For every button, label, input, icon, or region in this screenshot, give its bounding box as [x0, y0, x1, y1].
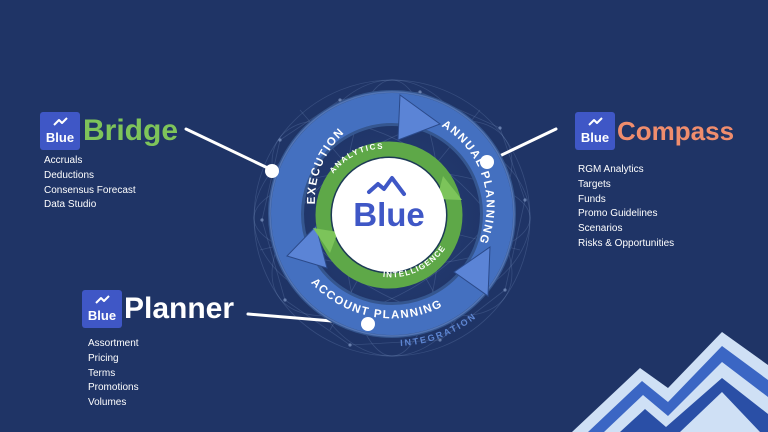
- bridge-features: Accruals Deductions Consensus Forecast D…: [44, 154, 136, 213]
- bridge-title: Bridge: [83, 114, 179, 147]
- feature-item: Data Studio: [44, 199, 97, 211]
- feature-item: Pricing: [88, 352, 119, 364]
- center-disc: [332, 158, 446, 272]
- peak-icon: [53, 117, 68, 126]
- mountain-emblem: [572, 332, 768, 432]
- planner-logo: Blue: [82, 290, 122, 328]
- feature-item: Promo Guidelines: [578, 208, 658, 220]
- feature-item: Terms: [88, 367, 116, 379]
- feature-item: Scenarios: [578, 223, 623, 235]
- center-peak-icon: [367, 176, 406, 196]
- feature-item: Funds: [578, 193, 606, 205]
- peak-icon: [95, 295, 110, 304]
- feature-item: Assortment: [88, 338, 139, 349]
- compass-features: RGM Analytics Targets Funds Promo Guidel…: [578, 163, 674, 252]
- peak-icon: [588, 117, 603, 126]
- logo-text: Blue: [45, 130, 75, 145]
- logo-text: Blue: [580, 130, 610, 145]
- planner-title: Planner: [124, 292, 235, 325]
- connector-dots: [265, 155, 494, 331]
- compass-title: Compass: [617, 116, 735, 146]
- outer-cycle-ring: [268, 90, 516, 338]
- feature-item: RGM Analytics: [578, 164, 644, 175]
- feature-item: Risks & Opportunities: [578, 237, 675, 249]
- bridge-logo: Blue: [40, 112, 80, 150]
- feature-item: Volumes: [88, 397, 127, 409]
- feature-item: Accruals: [44, 155, 83, 166]
- feature-item: Consensus Forecast: [44, 184, 136, 196]
- logo-text: Blue: [87, 308, 117, 323]
- feature-item: Deductions: [44, 169, 95, 181]
- feature-item: Targets: [578, 178, 611, 190]
- center-label: Blue: [353, 196, 425, 233]
- feature-item: Promotions: [88, 382, 139, 394]
- compass-logo: Blue: [575, 112, 615, 150]
- planner-features: Assortment Pricing Terms Promotions Volu…: [88, 337, 139, 411]
